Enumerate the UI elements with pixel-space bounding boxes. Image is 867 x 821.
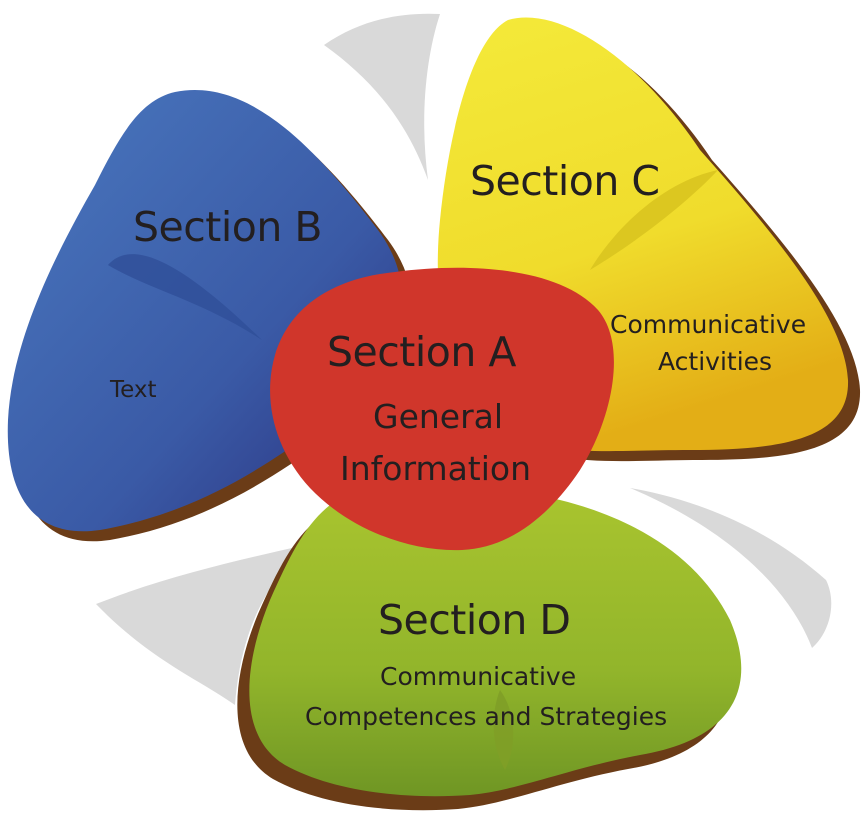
section-d-subtitle-line1: Communicative xyxy=(380,662,577,691)
swirl-top xyxy=(324,13,440,181)
petal-c-highlight xyxy=(590,170,718,270)
section-c-subtitle-line2: Activities xyxy=(658,347,773,376)
swirl-decorations xyxy=(96,13,832,705)
swirl-left xyxy=(96,545,305,705)
petal-section-a xyxy=(270,267,614,551)
petal-b-highlight xyxy=(108,254,262,340)
petal-section-d xyxy=(237,481,742,811)
petal-d-highlight xyxy=(493,690,514,770)
section-a-title: Section A xyxy=(327,328,516,376)
section-d-title: Section D xyxy=(378,596,571,644)
section-d-subtitle-line2: Competences and Strategies xyxy=(305,702,668,731)
section-b-title: Section B xyxy=(133,203,323,251)
section-a-subtitle-line1: General xyxy=(373,397,504,436)
swirl-right xyxy=(630,488,832,648)
section-a-subtitle-line2: Information xyxy=(340,449,532,488)
section-c-title: Section C xyxy=(470,157,660,205)
section-c-subtitle-line1: Communicative xyxy=(610,310,807,339)
section-b-subtitle: Text xyxy=(110,377,157,403)
